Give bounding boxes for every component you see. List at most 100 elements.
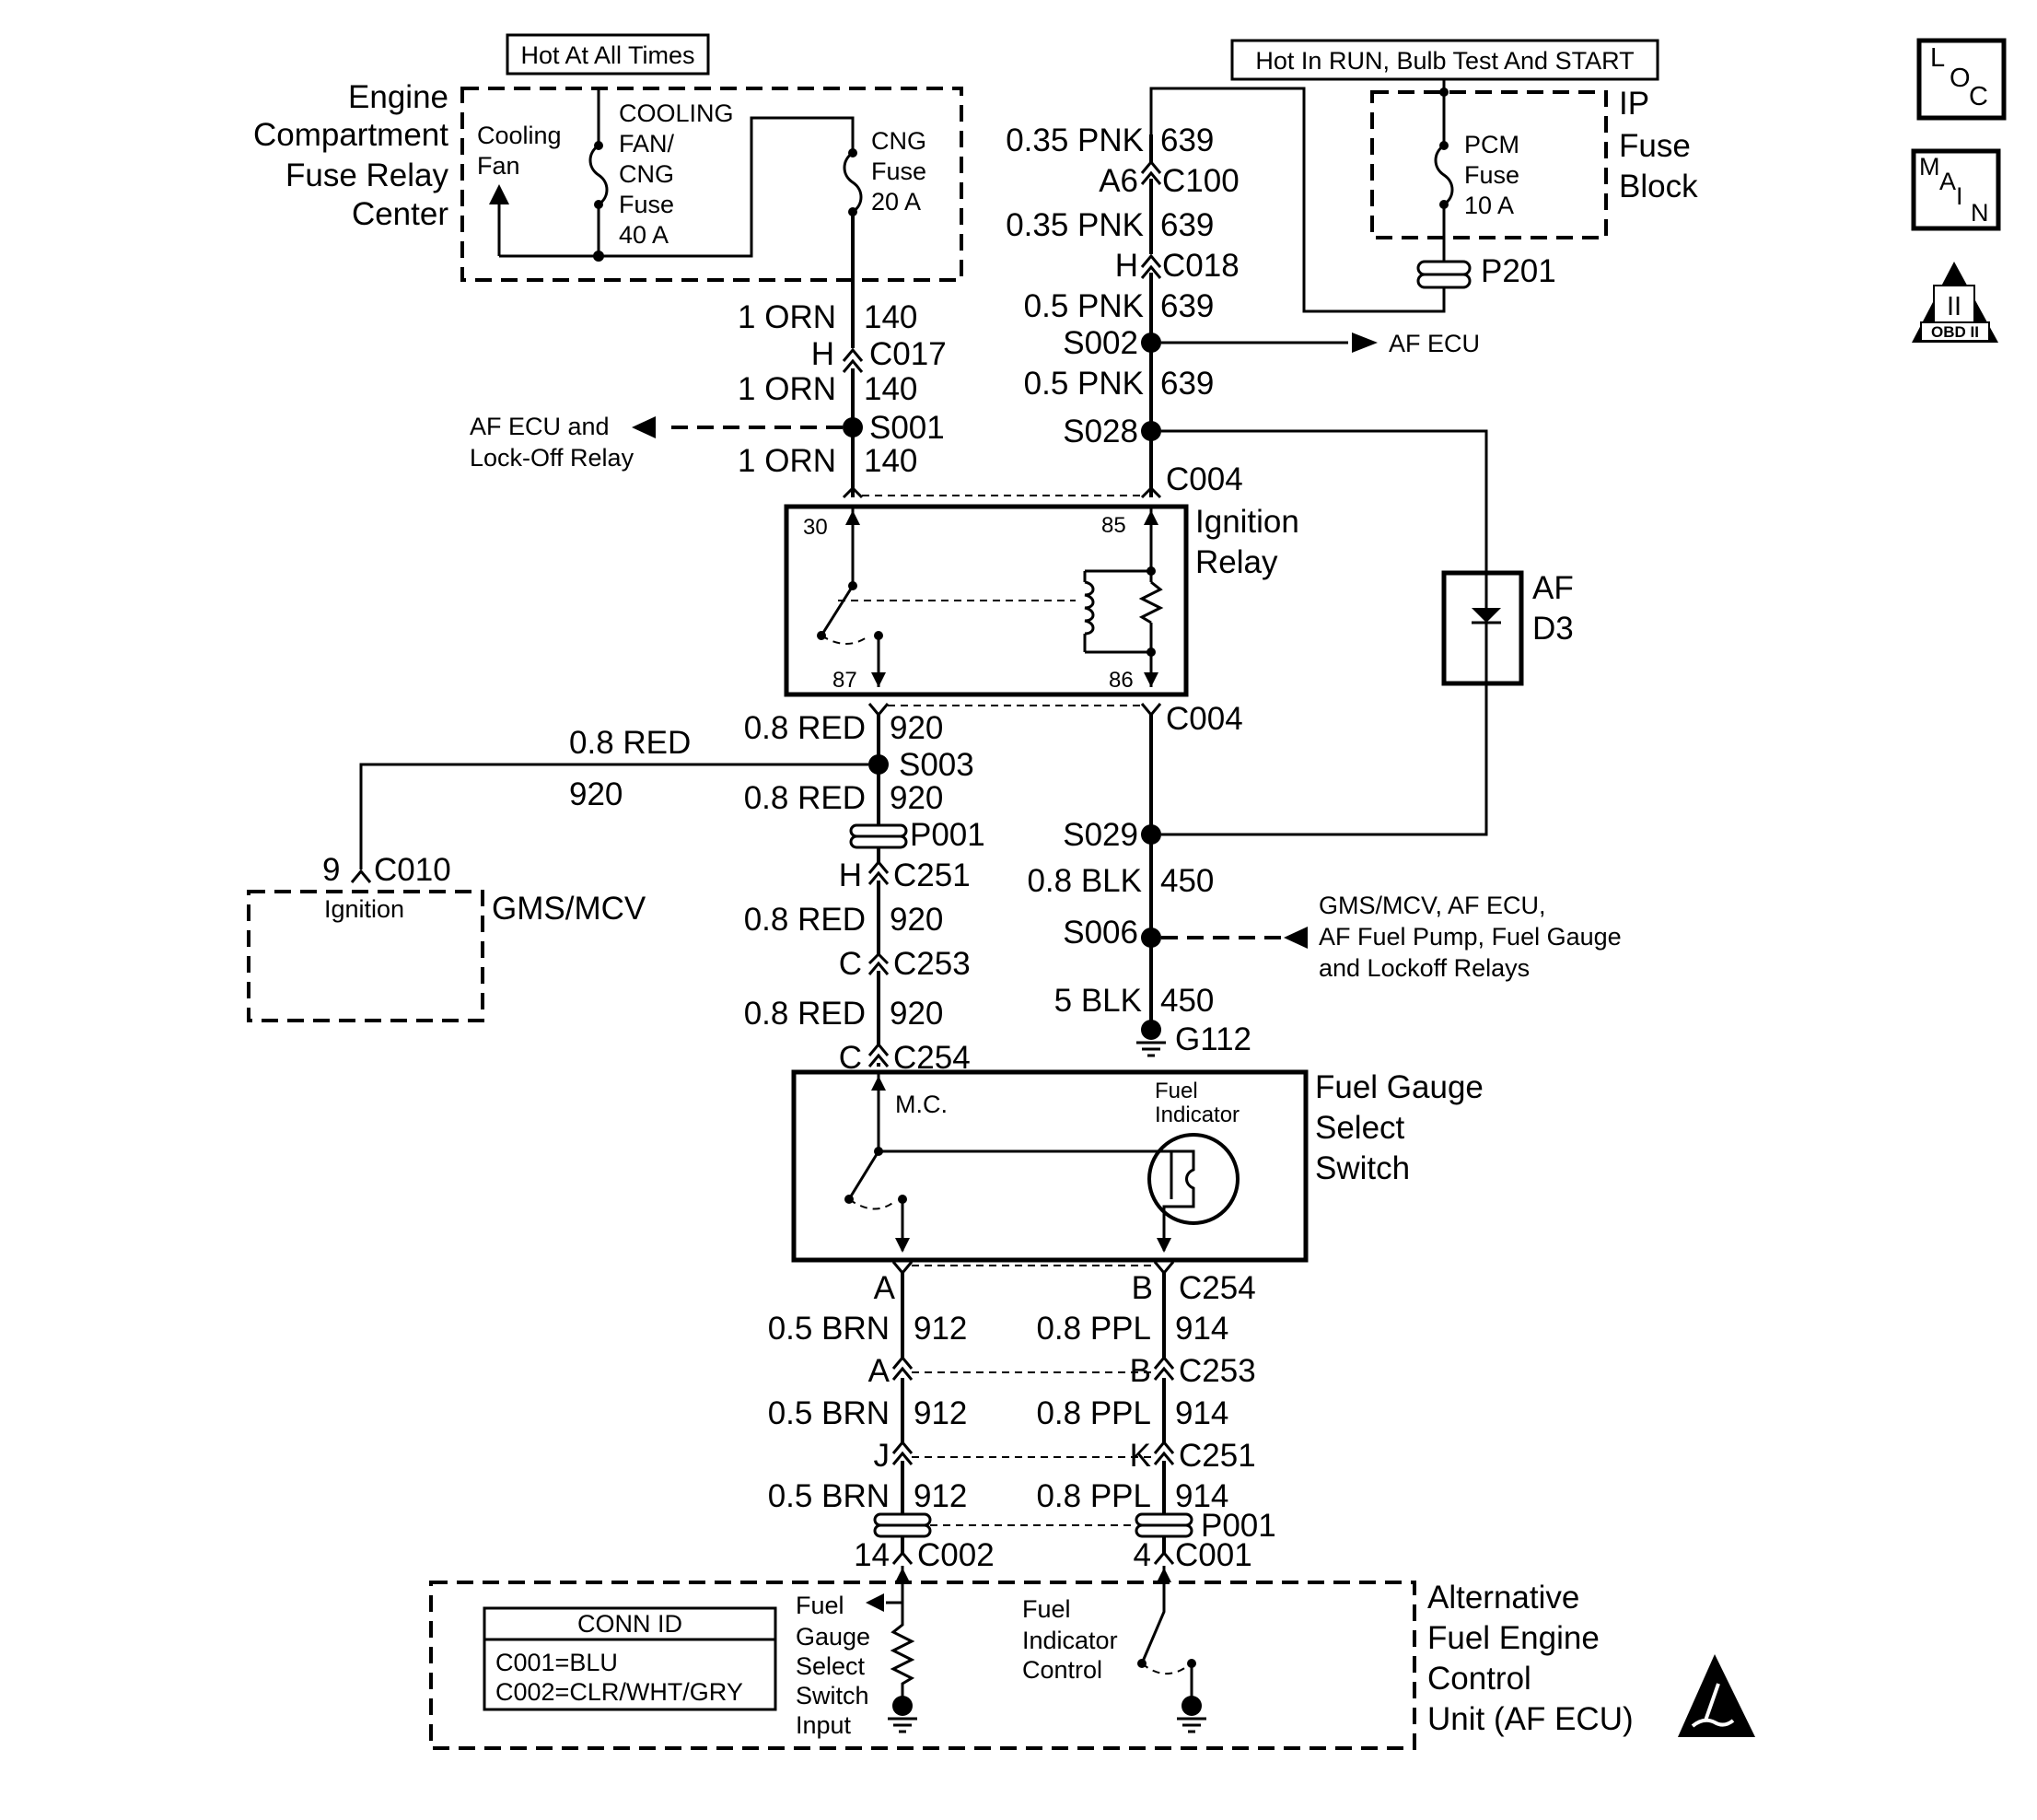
- brn-wire-label-3: 0.5 BRN: [768, 1478, 890, 1514]
- orn-circuit-label-3: 140: [864, 443, 917, 479]
- c100-connector: [1140, 159, 1162, 185]
- s028-label: S028: [1063, 414, 1138, 449]
- c253-top-label: C253: [893, 946, 971, 982]
- orn-wire-label-2: 1 ORN: [738, 371, 836, 407]
- ppl-circuit-label-3: 914: [1175, 1478, 1228, 1514]
- p201-label: P201: [1481, 253, 1556, 289]
- s001-branch-label: AF ECU and Lock-Off Relay: [470, 413, 634, 472]
- svg-text:OBD II: OBD II: [1931, 323, 1979, 341]
- svg-text:Select: Select: [1315, 1110, 1405, 1146]
- c251-pin-k: K: [1130, 1438, 1151, 1474]
- s029-splice: [1141, 824, 1161, 845]
- svg-text:C001=BLU: C001=BLU: [495, 1649, 618, 1676]
- svg-text:CNG: CNG: [871, 127, 926, 155]
- conn-id-table: CONN ID C001=BLU C002=CLR/WHT/GRY: [483, 1606, 777, 1711]
- gms-red-wire-label: 0.8 RED: [569, 725, 691, 761]
- c001-label: C001: [1175, 1537, 1252, 1573]
- s002-arrow: [1352, 332, 1378, 353]
- loc-icon: L O C: [1916, 38, 2007, 121]
- c018-pin-label: H: [1115, 248, 1138, 284]
- svg-text:N: N: [1971, 199, 1989, 227]
- svg-text:Unit (AF ECU): Unit (AF ECU): [1427, 1701, 1634, 1737]
- ppl-wire-label-1: 0.8 PPL: [1036, 1311, 1151, 1347]
- s003-label: S003: [899, 747, 974, 783]
- brn-wire-label-1: 0.5 BRN: [768, 1311, 890, 1347]
- brn-circuit-label-3: 912: [914, 1478, 967, 1514]
- orn-wire-label-3: 1 ORN: [738, 443, 836, 479]
- s006-splice: [1141, 928, 1161, 948]
- svg-text:Select: Select: [796, 1652, 866, 1680]
- c010-connector: [350, 869, 372, 883]
- red-circuit-label-1: 920: [890, 710, 943, 746]
- blk-wire-label-2: 5 BLK: [1054, 983, 1142, 1019]
- s001-arrow: [632, 416, 656, 438]
- svg-text:Fuel: Fuel: [1155, 1079, 1198, 1103]
- c017-pin-label: H: [811, 336, 834, 372]
- esd-warning-icon: [1678, 1654, 1755, 1737]
- svg-text:10 A: 10 A: [1464, 192, 1514, 219]
- cooling-fan-label: Cooling Fan: [477, 122, 562, 180]
- c253-bottom-label: C253: [1179, 1353, 1256, 1389]
- red-circuit-label-4: 920: [890, 996, 943, 1032]
- c254-bottom-connector: [891, 1261, 1175, 1276]
- ppl-wire-label-3: 0.8 PPL: [1036, 1478, 1151, 1514]
- g112-label: G112: [1175, 1021, 1251, 1057]
- c254-top-connector: [867, 1042, 890, 1068]
- pnk-wire-label-1: 0.35 PNK: [1006, 122, 1144, 158]
- cooling-fan-fuse-icon: [588, 88, 609, 256]
- c004-top-connector: [842, 485, 1162, 499]
- fuel-gauge-switch-box: [791, 1069, 1309, 1263]
- c017-label: C017: [869, 336, 947, 372]
- svg-text:A: A: [1939, 168, 1956, 195]
- hot-at-all-times-box: [506, 33, 710, 76]
- s002-label: S002: [1063, 325, 1138, 361]
- relay-pin-85: 85: [1101, 513, 1126, 538]
- s029-label: S029: [1063, 817, 1138, 853]
- c251-bottom-connector: [891, 1440, 1175, 1465]
- c251-pin-j: J: [874, 1438, 890, 1474]
- af-d3-label: AF D3: [1532, 570, 1574, 647]
- orn-circuit-label-1: 140: [864, 299, 917, 335]
- svg-text:Engine: Engine: [348, 79, 448, 115]
- svg-text:Block: Block: [1619, 169, 1698, 204]
- svg-text:Switch: Switch: [796, 1682, 869, 1709]
- af-ecu-title: Alternative Fuel Engine Control Unit (AF…: [1427, 1580, 1634, 1737]
- svg-text:L: L: [1930, 43, 1945, 73]
- c253-pin-label: C: [839, 946, 862, 982]
- pcm-fuse-icon: [1434, 79, 1454, 262]
- svg-text:GMS/MCV, AF ECU,: GMS/MCV, AF ECU,: [1319, 892, 1546, 919]
- c001-pin-label: 4: [1134, 1537, 1151, 1573]
- engine-fuse-center-box: [460, 87, 963, 282]
- hot-in-run-label: Hot In RUN, Bulb Test And START: [1255, 47, 1634, 75]
- orn-circuit-label-2: 140: [864, 371, 917, 407]
- ecu-gauge-ground-icon: [888, 1696, 917, 1733]
- svg-text:COOLING: COOLING: [619, 99, 734, 127]
- cooling-fan-arrow: [489, 184, 509, 204]
- svg-text:Center: Center: [352, 196, 448, 232]
- ignition-relay-title: Ignition Relay: [1195, 504, 1299, 580]
- c251-top-connector: [867, 859, 890, 885]
- c253-pin-b: B: [1130, 1353, 1151, 1389]
- c100-pin-label: A6: [1099, 163, 1138, 199]
- svg-text:Fuse: Fuse: [619, 191, 674, 218]
- c251-pin-label: H: [839, 858, 862, 893]
- svg-text:CONN ID: CONN ID: [577, 1610, 682, 1638]
- fuel-indicator-label: Fuel Indicator: [1155, 1079, 1240, 1127]
- svg-text:C002=CLR/WHT/GRY: C002=CLR/WHT/GRY: [495, 1678, 743, 1706]
- red-wire-label-1: 0.8 RED: [744, 710, 866, 746]
- svg-text:IP: IP: [1619, 86, 1649, 122]
- svg-text:CNG: CNG: [619, 160, 674, 188]
- cng-fuse-label: CNG Fuse 20 A: [871, 127, 926, 216]
- svg-text:Ignition: Ignition: [1195, 504, 1299, 540]
- p001-bottom-label: P001: [1201, 1508, 1276, 1544]
- red-circuit-label-3: 920: [890, 902, 943, 938]
- svg-text:Fuse: Fuse: [871, 158, 926, 185]
- pnk-circuit-label-2: 639: [1160, 207, 1214, 243]
- gms-mcv-box: [247, 890, 484, 1022]
- svg-text:40 A: 40 A: [619, 221, 669, 249]
- fuel-indicator-control-label: Fuel Indicator Control: [1022, 1595, 1118, 1684]
- c251-bottom-label: C251: [1179, 1438, 1256, 1474]
- s003-splice: [868, 754, 889, 775]
- c100-label: C100: [1162, 163, 1240, 199]
- svg-text:Alternative: Alternative: [1427, 1580, 1579, 1616]
